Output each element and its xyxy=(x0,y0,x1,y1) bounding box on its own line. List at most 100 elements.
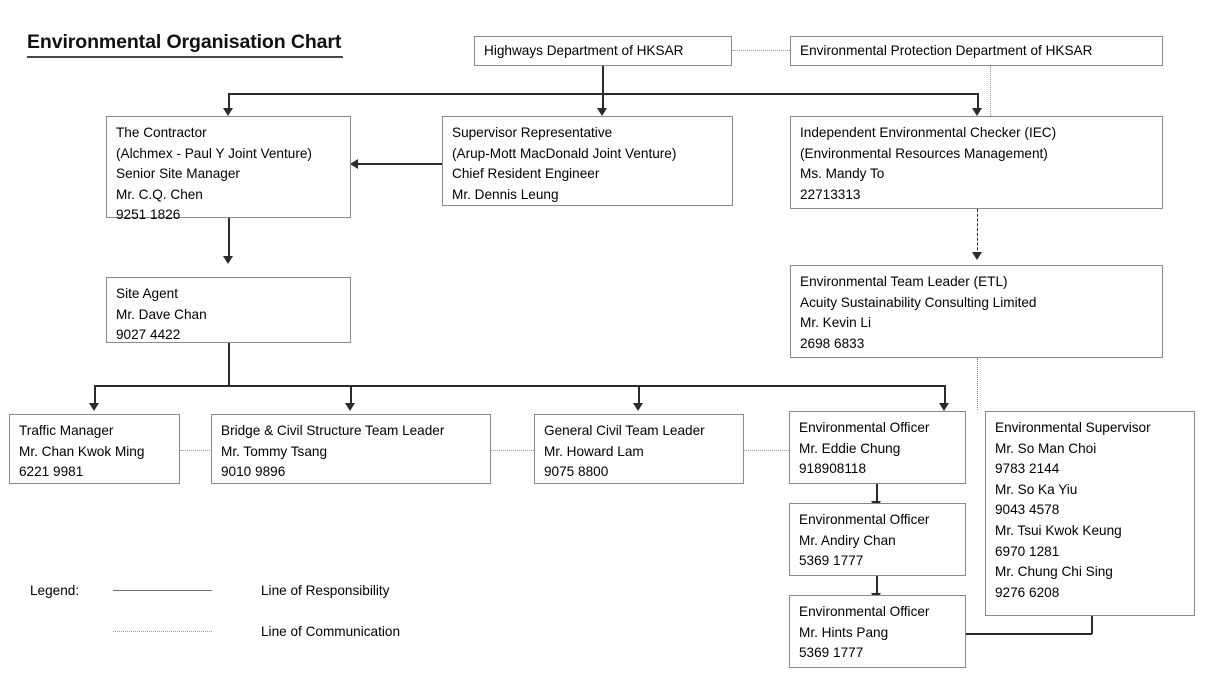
comm-line-etl-down xyxy=(977,358,978,410)
node-line: Environmental Officer xyxy=(799,604,930,619)
node-line: Mr. Dave Chan xyxy=(116,306,207,322)
node-bridge-civil-structure-team-leader[interactable]: Bridge & Civil Structure Team Leader Mr.… xyxy=(211,414,491,484)
node-line: Chief Resident Engineer xyxy=(452,166,600,182)
node-line: Acuity Sustainability Consulting Limited xyxy=(800,294,1037,310)
resp-line-contractor-to-site-agent xyxy=(228,218,230,260)
node-line: Mr. Eddie Chung xyxy=(799,440,901,456)
title-underline xyxy=(27,56,344,58)
node-line: Environmental Protection Department of H… xyxy=(800,43,1093,58)
comm-line-highways-epd xyxy=(732,50,790,51)
arrow-iec-to-etl xyxy=(972,252,982,260)
resp-line-to-supervisor-rep xyxy=(602,93,604,112)
node-line: 6970 1281 xyxy=(995,543,1060,559)
node-line: Mr. Andiry Chan xyxy=(799,532,896,548)
node-environmental-supervisor[interactable]: Environmental Supervisor Mr. So Man Choi… xyxy=(985,411,1195,616)
node-environmental-officer-3[interactable]: Environmental Officer Mr. Hints Pang 536… xyxy=(789,595,966,668)
legend-communication-text: Line of Communication xyxy=(261,624,401,639)
resp-line-to-general-civil-team xyxy=(638,385,640,406)
node-line: 6221 9981 xyxy=(19,464,84,480)
node-line: Mr. Dennis Leung xyxy=(452,186,559,202)
node-line: The Contractor xyxy=(116,125,207,140)
resp-line-to-contractor xyxy=(228,93,230,112)
node-line: 2698 6833 xyxy=(800,335,865,351)
arrow-to-site-agent xyxy=(223,256,233,264)
page-title: Environmental Organisation Chart xyxy=(27,31,344,58)
legend-solid-line-sample xyxy=(113,590,212,592)
node-environmental-officer-2[interactable]: Environmental Officer Mr. Andiry Chan 53… xyxy=(789,503,966,576)
node-supervisor-representative[interactable]: Supervisor Representative (Arup-Mott Mac… xyxy=(442,116,733,206)
node-line: 22713313 xyxy=(800,186,861,202)
node-line: 5369 1777 xyxy=(799,645,864,661)
node-line: Senior Site Manager xyxy=(116,166,240,182)
legend-responsibility-text: Line of Responsibility xyxy=(261,583,390,598)
legend-label: Legend: xyxy=(30,583,80,598)
page-title-text: Environmental Organisation Chart xyxy=(27,31,342,53)
comm-line-bridge-general xyxy=(491,450,534,451)
node-line: Mr. Chan Kwok Ming xyxy=(19,443,145,459)
resp-line-to-environmental-officer-1 xyxy=(944,385,946,406)
resp-line-eo3-to-supervisor xyxy=(966,633,1092,635)
comm-line-epd-iec xyxy=(990,66,991,118)
node-environmental-protection-department[interactable]: Environmental Protection Department of H… xyxy=(790,36,1163,66)
arrow-to-traffic-manager xyxy=(89,403,99,411)
node-line: Mr. So Ka Yiu xyxy=(995,481,1078,497)
node-line: Environmental Team Leader (ETL) xyxy=(800,274,1008,289)
node-line: Mr. So Man Choi xyxy=(995,440,1097,456)
node-highways-department[interactable]: Highways Department of HKSAR xyxy=(474,36,732,66)
node-independent-environmental-checker[interactable]: Independent Environmental Checker (IEC) … xyxy=(790,116,1163,209)
node-line: (Environmental Resources Management) xyxy=(800,145,1048,161)
node-line: Mr. Chung Chi Sing xyxy=(995,564,1113,580)
resp-line-to-bridge-team xyxy=(350,385,352,406)
node-line: (Alchmex - Paul Y Joint Venture) xyxy=(116,145,312,161)
node-line: 9010 9896 xyxy=(221,464,286,480)
node-line: Independent Environmental Checker (IEC) xyxy=(800,125,1057,140)
resp-line-eo2-to-eo3 xyxy=(876,576,878,597)
node-environmental-officer-1[interactable]: Environmental Officer Mr. Eddie Chung 91… xyxy=(789,411,966,484)
node-general-civil-team-leader[interactable]: General Civil Team Leader Mr. Howard Lam… xyxy=(534,414,744,484)
node-contractor[interactable]: The Contractor (Alchmex - Paul Y Joint V… xyxy=(106,116,351,222)
node-traffic-manager[interactable]: Traffic Manager Mr. Chan Kwok Ming 6221 … xyxy=(9,414,180,484)
node-line: Environmental Supervisor xyxy=(995,420,1151,435)
node-line: 9276 6208 xyxy=(995,584,1060,600)
node-line: Environmental Officer xyxy=(799,512,930,527)
node-line: Mr. Hints Pang xyxy=(799,624,889,640)
node-line: Environmental Officer xyxy=(799,420,930,435)
node-line: 9075 8800 xyxy=(544,464,609,480)
node-line: Site Agent xyxy=(116,286,178,301)
node-line: General Civil Team Leader xyxy=(544,423,705,438)
resp-line-to-traffic-manager xyxy=(94,385,96,406)
legend-dotted-line-sample xyxy=(113,631,212,632)
node-line: Ms. Mandy To xyxy=(800,166,885,182)
resp-line-to-iec xyxy=(977,93,979,112)
node-environmental-team-leader[interactable]: Environmental Team Leader (ETL) Acuity S… xyxy=(790,265,1163,358)
node-line: 9783 2144 xyxy=(995,461,1060,477)
node-line: Highways Department of HKSAR xyxy=(484,43,684,58)
arrow-to-general-civil-team xyxy=(633,403,643,411)
node-line: (Arup-Mott MacDonald Joint Venture) xyxy=(452,145,677,161)
arrow-to-supervisor-rep xyxy=(597,108,607,116)
node-site-agent[interactable]: Site Agent Mr. Dave Chan 9027 4422 xyxy=(106,277,351,343)
node-line: Supervisor Representative xyxy=(452,125,613,140)
comm-line-general-eo1 xyxy=(744,450,789,451)
node-line: Mr. Howard Lam xyxy=(544,443,644,459)
node-line: Mr. C.Q. Chen xyxy=(116,186,203,202)
node-line: 5369 1777 xyxy=(799,553,864,569)
resp-bus-bottom xyxy=(94,385,945,387)
node-line: 9251 1826 xyxy=(116,207,181,223)
node-line: Mr. Tommy Tsang xyxy=(221,443,328,459)
comm-line-traffic-bridge xyxy=(180,450,212,451)
resp-line-eo1-to-eo2 xyxy=(876,484,878,505)
node-line: Traffic Manager xyxy=(19,423,114,438)
resp-line-supervisor-riser xyxy=(1091,616,1093,634)
resp-line-supervisor-to-contractor xyxy=(357,163,442,165)
resp-line-highways-drop xyxy=(602,66,604,94)
node-line: 918908118 xyxy=(799,461,867,477)
arrow-to-iec xyxy=(972,108,982,116)
node-line: Mr. Tsui Kwok Keung xyxy=(995,522,1122,538)
node-line: 9027 4422 xyxy=(116,327,181,343)
comm-line-iec-to-etl xyxy=(977,209,978,255)
arrow-to-environmental-officer-1 xyxy=(939,403,949,411)
node-line: Mr. Kevin Li xyxy=(800,315,872,331)
node-line: 9043 4578 xyxy=(995,502,1060,518)
